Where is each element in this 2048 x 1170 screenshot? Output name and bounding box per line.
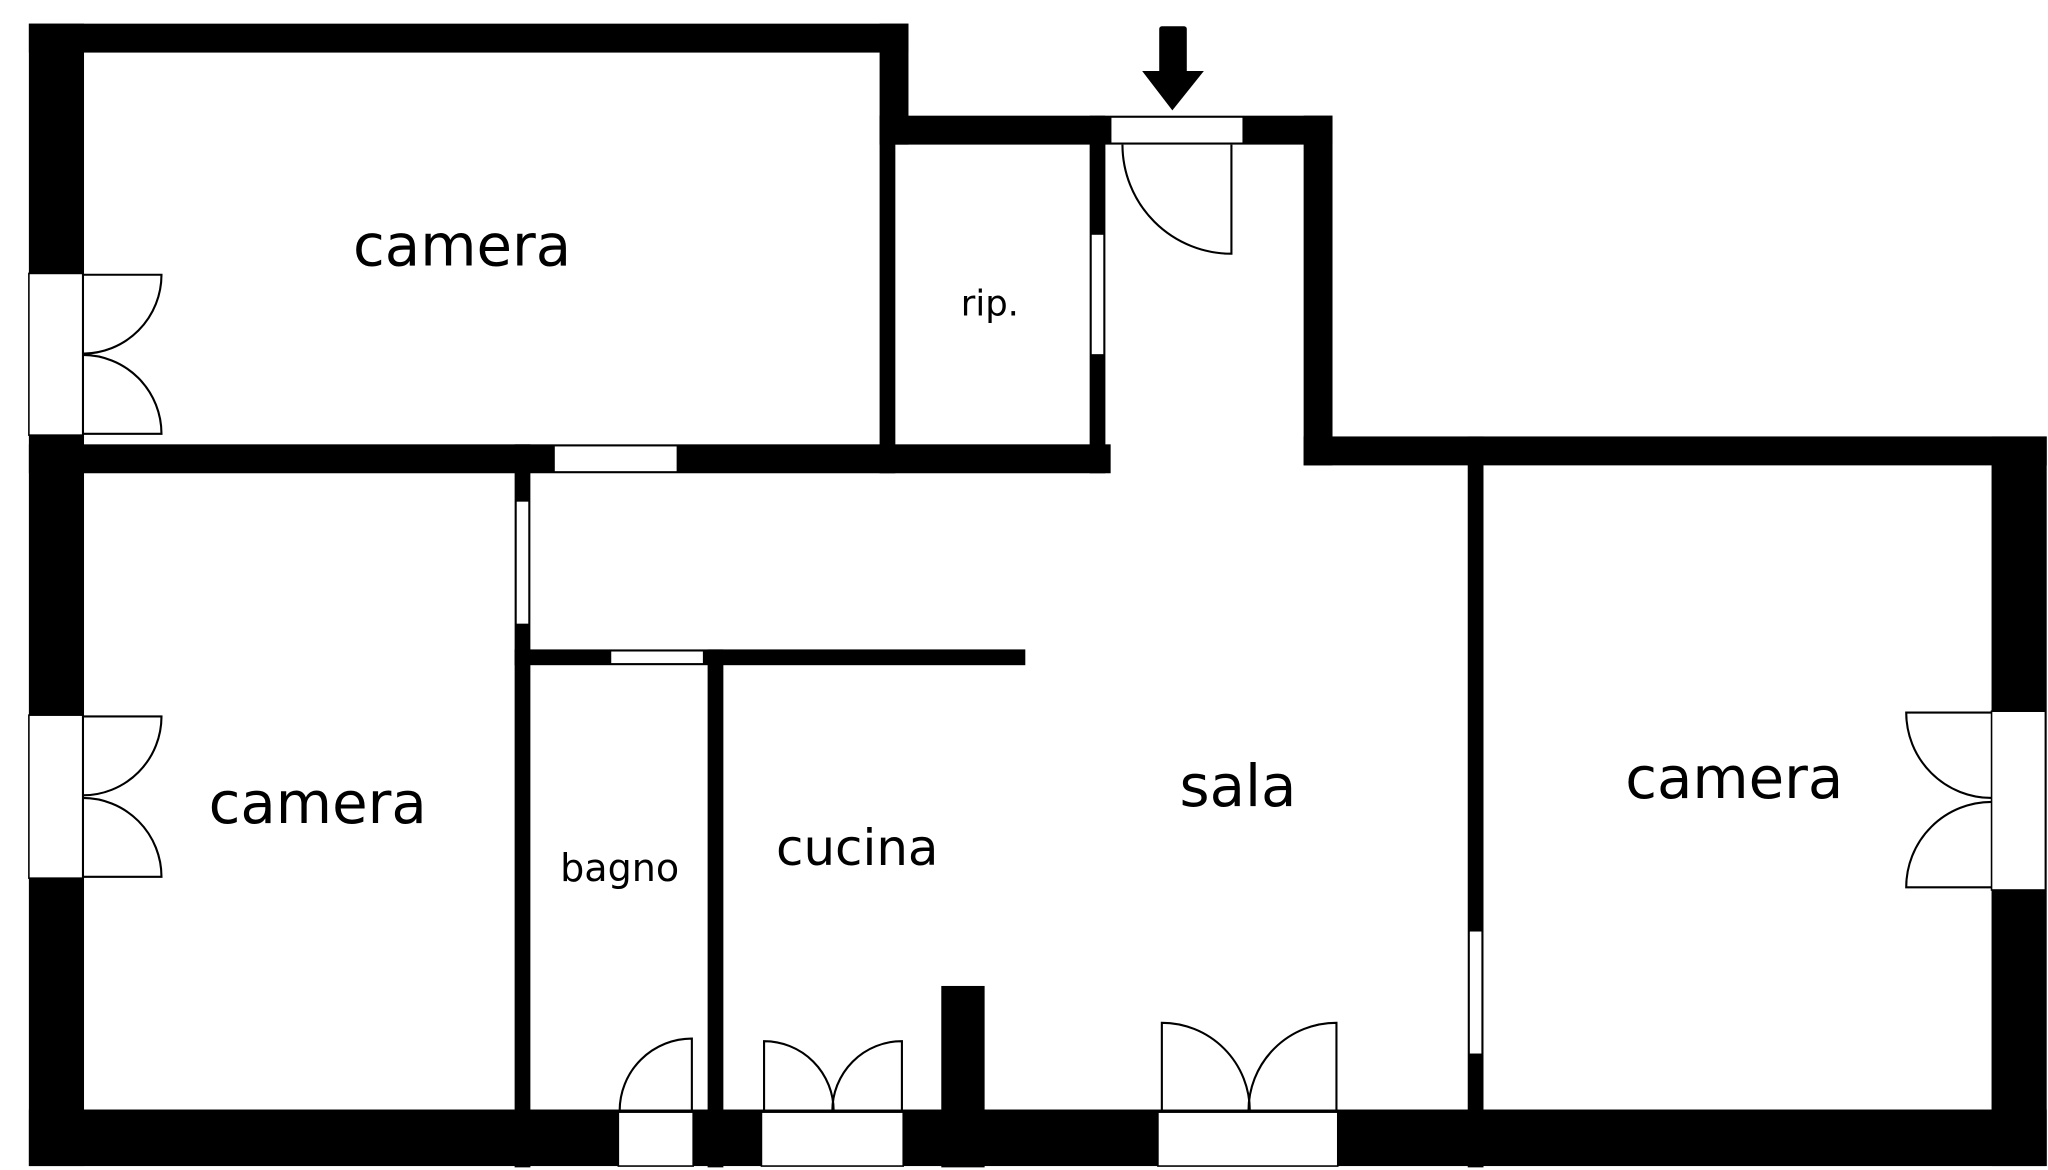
- door-left-top-lower: [82, 353, 163, 435]
- window-left-top: [28, 272, 84, 436]
- wall-bagno-right: [707, 649, 724, 1168]
- window-bottom-cucina: [760, 1111, 905, 1167]
- wall-bagno-top: [514, 649, 1026, 666]
- door-bagno-bottom: [618, 1037, 693, 1111]
- door-right-upper: [1905, 711, 1992, 800]
- wall-top-left: [28, 23, 909, 53]
- opening-camera-top: [553, 444, 679, 473]
- room-label-ripostiglio: rip.: [961, 283, 1019, 324]
- opening-rip-side: [1090, 233, 1105, 356]
- window-bottom-sala: [1157, 1111, 1339, 1167]
- room-label-sala: sala: [1180, 752, 1297, 820]
- wall-rip-left: [879, 115, 896, 474]
- room-label-camera-right: camera: [1625, 744, 1843, 812]
- door-entry: [1121, 144, 1233, 255]
- room-label-camera-top-left: camera: [353, 212, 571, 280]
- door-left-top-upper: [82, 273, 163, 355]
- door-swings: [82, 144, 1992, 1111]
- room-label-cucina: cucina: [776, 819, 938, 877]
- door-right-lower: [1905, 800, 1992, 889]
- door-cucina-left: [763, 1040, 835, 1111]
- wall-top-right: [1303, 436, 2047, 466]
- window-entry: [1109, 116, 1245, 145]
- wall-left: [28, 23, 85, 1167]
- openings: [28, 116, 2047, 1167]
- door-left-bottom-upper: [82, 715, 163, 797]
- door-left-bottom-lower: [82, 796, 163, 878]
- door-sala-left: [1160, 1021, 1251, 1111]
- room-label-bagno: bagno: [560, 846, 679, 890]
- window-right: [1990, 710, 2047, 891]
- window-bottom-bagno: [617, 1111, 694, 1167]
- arrow-down-icon: [1142, 26, 1204, 111]
- opening-bagno-top: [609, 649, 705, 665]
- opening-sala-right-side: [1468, 929, 1483, 1056]
- wall-top-middle: [879, 115, 1333, 145]
- wall-bottom: [28, 1109, 2047, 1167]
- wall-entry-right: [1303, 115, 1333, 466]
- door-cucina-right: [831, 1040, 903, 1111]
- window-left-bottom: [28, 714, 84, 879]
- wall-sala-right: [1467, 436, 1484, 1168]
- walls: [28, 23, 2047, 1168]
- wall-stub-kitchen: [941, 985, 985, 1168]
- room-label-camera-left: camera: [209, 769, 427, 837]
- door-sala-right: [1247, 1021, 1338, 1111]
- opening-camera-left-side: [515, 500, 530, 626]
